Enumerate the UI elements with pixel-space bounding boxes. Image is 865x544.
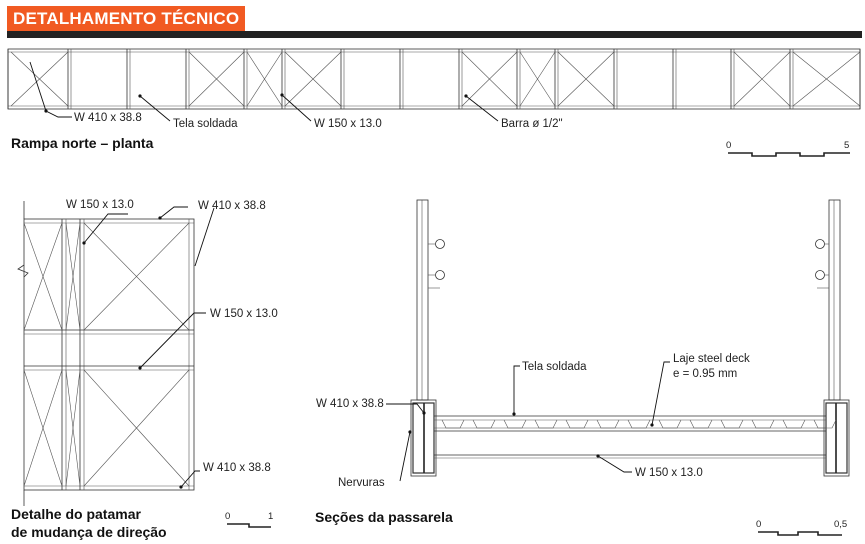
leader-rampa-barra <box>465 95 499 122</box>
deck-rib <box>720 419 744 429</box>
patamar-plan <box>17 201 195 506</box>
deck-rib <box>689 419 713 429</box>
rampa-scale-bar <box>728 152 850 157</box>
patamar-label-w410-top: W 410 x 38.8 <box>198 200 266 212</box>
left-post <box>416 199 429 401</box>
section-scale-end: 0,5 <box>834 519 847 530</box>
deck-rib <box>503 419 527 429</box>
section-label-w410: W 410 x 38.8 <box>316 398 384 410</box>
section-scale-start: 0 <box>756 519 761 530</box>
leader-rampa-w150 <box>281 94 312 122</box>
rampa-brace <box>519 51 556 107</box>
rampa-brace <box>246 51 283 107</box>
rampa-brace <box>188 51 245 107</box>
deck-rib <box>813 419 837 429</box>
leader-dot <box>280 93 284 97</box>
header-bar <box>7 31 862 38</box>
rampa-brace <box>10 51 69 107</box>
patamar-outline <box>23 218 195 491</box>
patamar-title-line1: Detalhe do patamar <box>11 506 141 522</box>
patamar-label-w150-top: W 150 x 13.0 <box>66 199 134 211</box>
leader-dot <box>44 109 48 113</box>
rampa-label-tela: Tela soldada <box>173 118 238 130</box>
section-label-nervuras: Nervuras <box>338 477 385 489</box>
deck-rib <box>472 419 496 429</box>
deck-rib <box>782 419 806 429</box>
rampa-bracing <box>10 51 861 107</box>
rampa-scale-end: 5 <box>844 140 849 151</box>
rail-ring <box>435 239 445 249</box>
rampa-verticals <box>7 49 861 109</box>
section-label-laje-2: e = 0.95 mm <box>673 368 737 380</box>
rampa-brace <box>792 51 861 107</box>
patamar-title-line2: de mudança de direção <box>11 524 167 540</box>
section-header: DETALHAMENTO TÉCNICO <box>7 6 246 31</box>
leader-rampa-tela <box>139 95 171 122</box>
rail-ring <box>815 239 825 249</box>
rampa-label-w410: W 410 x 38.8 <box>74 112 142 124</box>
patamar-label-w410-bottom: W 410 x 38.8 <box>203 462 271 474</box>
deck-rib <box>534 419 558 429</box>
deck-rib <box>627 419 651 429</box>
left-beam-w410 <box>410 399 437 477</box>
break-mark <box>17 264 29 278</box>
patamar-leaders <box>82 206 215 489</box>
section-title: Seções da passarela <box>315 509 453 525</box>
rail-ring <box>815 270 825 280</box>
leader-dot <box>464 94 468 98</box>
deck-rib <box>565 419 589 429</box>
section-scale-bar <box>758 531 842 536</box>
right-beam-w410 <box>823 399 850 477</box>
leader-dot <box>138 94 142 98</box>
deck-rib <box>658 419 682 429</box>
patamar-scale-bar <box>227 523 271 528</box>
rail-ring <box>435 270 445 280</box>
rampa-brace <box>733 51 791 107</box>
section-label-w150: W 150 x 13.0 <box>635 467 703 479</box>
rampa-scale-start: 0 <box>726 140 731 151</box>
rampa-leaders <box>29 61 499 122</box>
deck-rib <box>751 419 775 429</box>
patamar-scale-start: 0 <box>225 511 230 522</box>
deck-ribs <box>441 419 837 429</box>
deck-rib <box>441 419 465 429</box>
section-drawing <box>410 199 850 477</box>
section-label-laje-1: Laje steel deck <box>673 353 750 365</box>
patamar-label-w150-mid: W 150 x 13.0 <box>210 308 278 320</box>
rampa-brace <box>284 51 342 107</box>
deck-rib <box>596 419 620 429</box>
rampa-brace <box>557 51 615 107</box>
leader-rampa-w410 <box>29 61 72 118</box>
rampa-outline <box>7 48 861 110</box>
right-post <box>828 199 841 401</box>
patamar-scale-end: 1 <box>268 511 273 522</box>
rampa-label-barra: Barra ø 1/2" <box>501 118 563 130</box>
rampa-label-w150: W 150 x 13.0 <box>314 118 382 130</box>
section-leaders <box>386 361 670 482</box>
rampa-brace <box>461 51 518 107</box>
rampa-plan <box>7 48 861 110</box>
section-label-tela: Tela soldada <box>522 361 587 373</box>
rampa-title: Rampa norte – planta <box>11 135 154 151</box>
